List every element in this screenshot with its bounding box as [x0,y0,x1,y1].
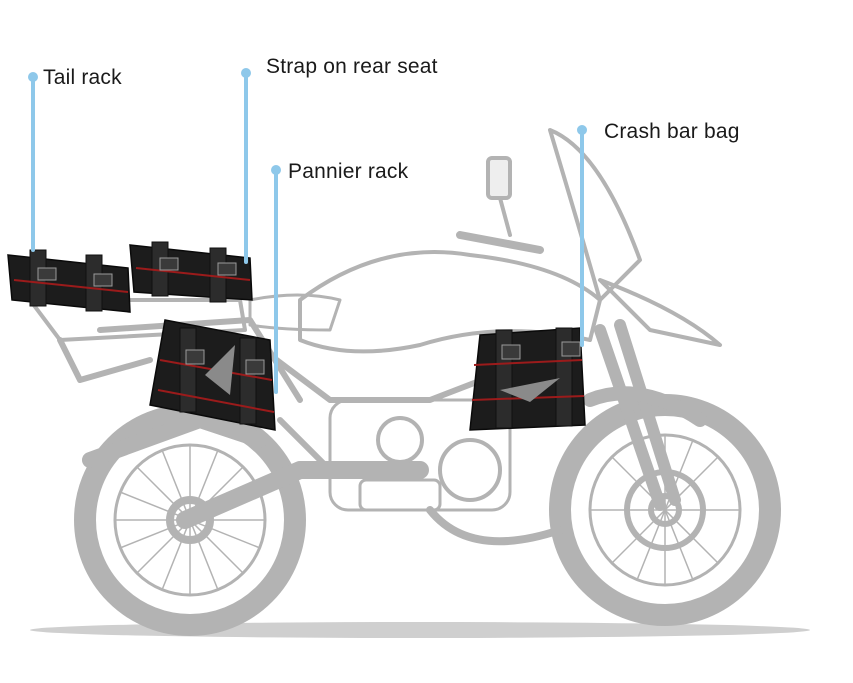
rear-fender [57,337,153,383]
engine [328,398,564,546]
mirror [486,156,512,237]
exhaust [82,412,268,468]
front-fender [583,386,707,427]
tail-rack-bag [7,249,131,313]
pannier-bag [149,319,276,431]
fuel-tank [298,250,602,354]
rear-seat [248,293,342,332]
front-fork [594,319,681,511]
leader-crash-bar [577,125,587,347]
front-wheel [549,394,781,626]
handlebar [456,231,544,254]
brand-logo [500,378,560,402]
leader-rear-seat [241,68,251,264]
windscreen [548,128,642,302]
brand-logo [205,345,235,395]
tail-rack-plate [28,298,247,342]
leader-tail-rack [28,72,38,252]
label-tail-rack: Tail rack [43,66,122,89]
crash-bar-bag [469,327,586,431]
leader-pannier-rack [271,165,281,394]
rear-seat-bag [129,241,253,303]
label-pannier-rack: Pannier rack [288,160,409,183]
beak-fairing [598,278,722,347]
label-crash-bar: Crash bar bag [604,120,740,143]
swingarm [176,461,429,529]
label-rear-seat: Strap on rear seat [266,55,438,78]
